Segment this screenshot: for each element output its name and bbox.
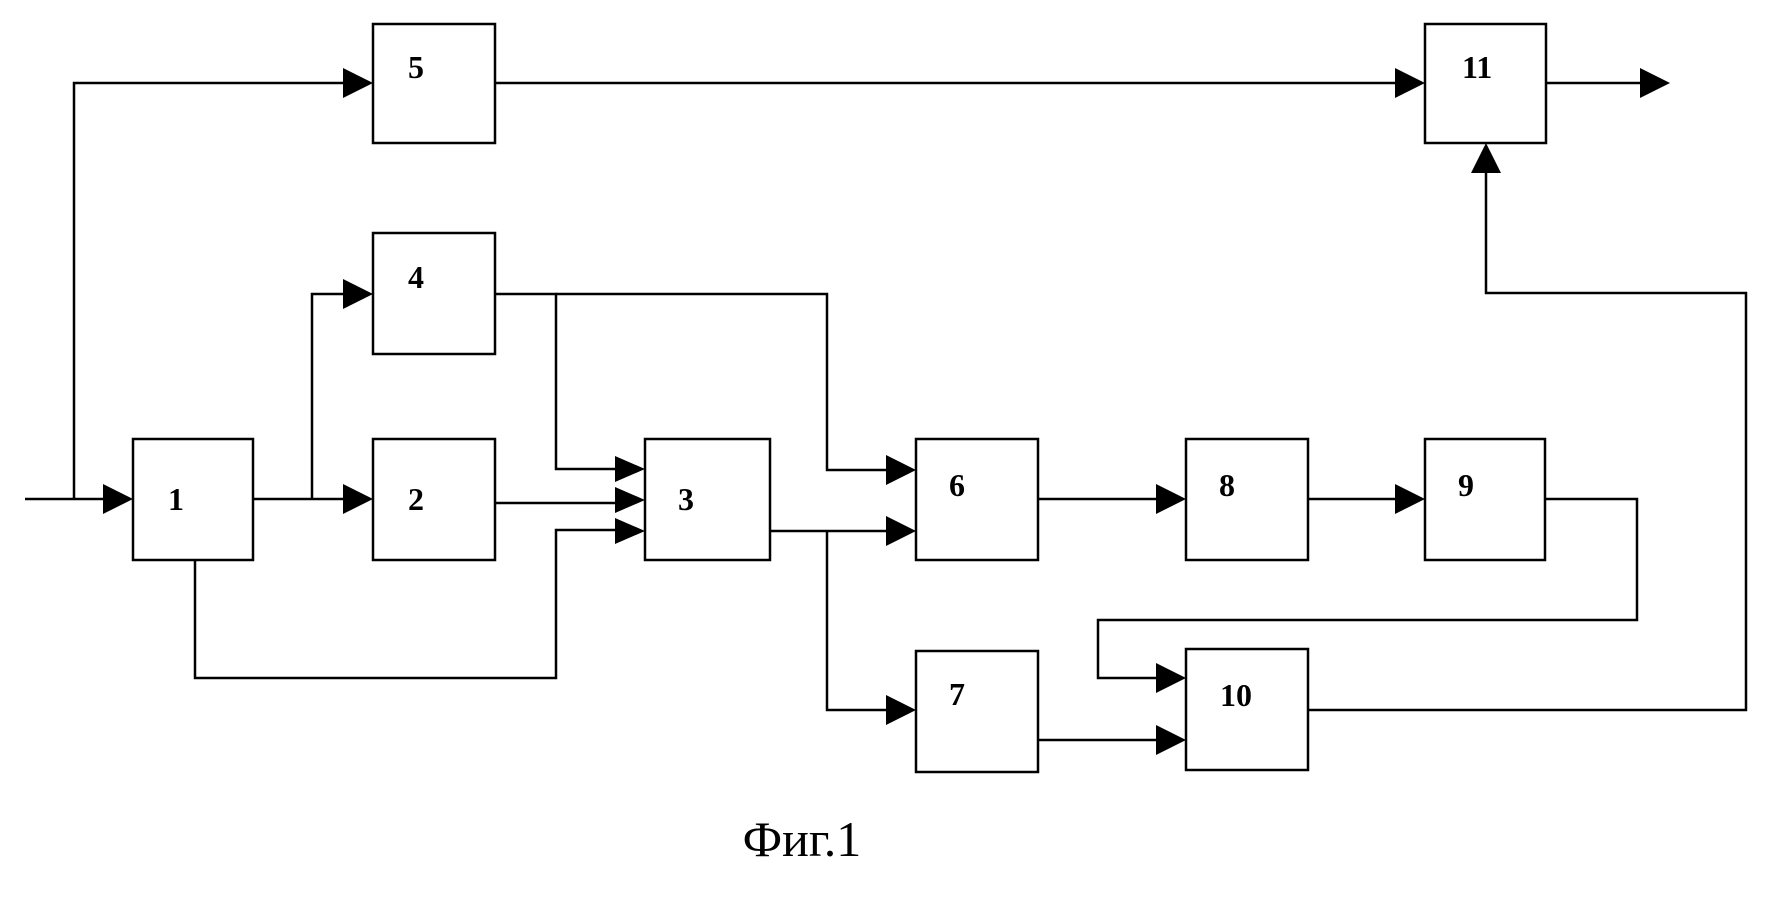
block-11: 11 — [1425, 24, 1546, 143]
arrow-into-3-middle — [615, 487, 645, 513]
block-8-label: 8 — [1219, 467, 1235, 503]
arrow-output — [1640, 68, 1670, 98]
block-11-label: 11 — [1462, 49, 1492, 85]
block-5-label: 5 — [408, 49, 424, 85]
connections — [25, 83, 1746, 740]
arrow-into-11-bottom — [1471, 143, 1501, 173]
arrow-into-2 — [343, 484, 373, 514]
arrow-into-10-top — [1156, 663, 1186, 693]
block-5: 5 — [373, 24, 495, 143]
block-2: 2 — [373, 439, 495, 560]
arrow-into-8 — [1156, 484, 1186, 514]
wire-input-to-5 — [74, 83, 350, 499]
wire-4-to-3 — [495, 294, 622, 469]
block-4-label: 4 — [408, 259, 424, 295]
block-6: 6 — [916, 439, 1038, 560]
arrowheads — [103, 68, 1670, 755]
figure-caption: Фиг.1 — [743, 811, 862, 867]
arrow-into-1 — [103, 484, 133, 514]
arrow-into-6-bottom — [886, 516, 916, 546]
arrow-into-7 — [886, 695, 916, 725]
block-4: 4 — [373, 233, 495, 354]
arrow-into-9 — [1395, 484, 1425, 514]
block-1: 1 — [133, 439, 253, 560]
wire-3-to-7 — [827, 531, 893, 710]
block-3: 3 — [645, 439, 770, 560]
block-7: 7 — [916, 651, 1038, 772]
wire-9-to-10 — [1098, 499, 1637, 678]
block-9-label: 9 — [1458, 467, 1474, 503]
block-8: 8 — [1186, 439, 1308, 560]
arrow-into-4 — [343, 279, 373, 309]
arrow-into-10-bottom — [1156, 725, 1186, 755]
block-6-label: 6 — [949, 467, 965, 503]
block-3-label: 3 — [678, 481, 694, 517]
block-10-label: 10 — [1220, 677, 1252, 713]
arrow-into-5 — [343, 68, 373, 98]
arrow-into-3-bottom — [615, 518, 645, 544]
block-7-label: 7 — [949, 676, 965, 712]
block-2-label: 2 — [408, 481, 424, 517]
block-1-label: 1 — [168, 481, 184, 517]
block-9: 9 — [1425, 439, 1545, 560]
arrow-into-6-top — [886, 455, 916, 485]
arrow-into-3-top — [615, 456, 645, 482]
wire-1-to-4 — [312, 294, 350, 499]
block-10: 10 — [1186, 649, 1308, 770]
arrow-into-11-left — [1395, 68, 1425, 98]
